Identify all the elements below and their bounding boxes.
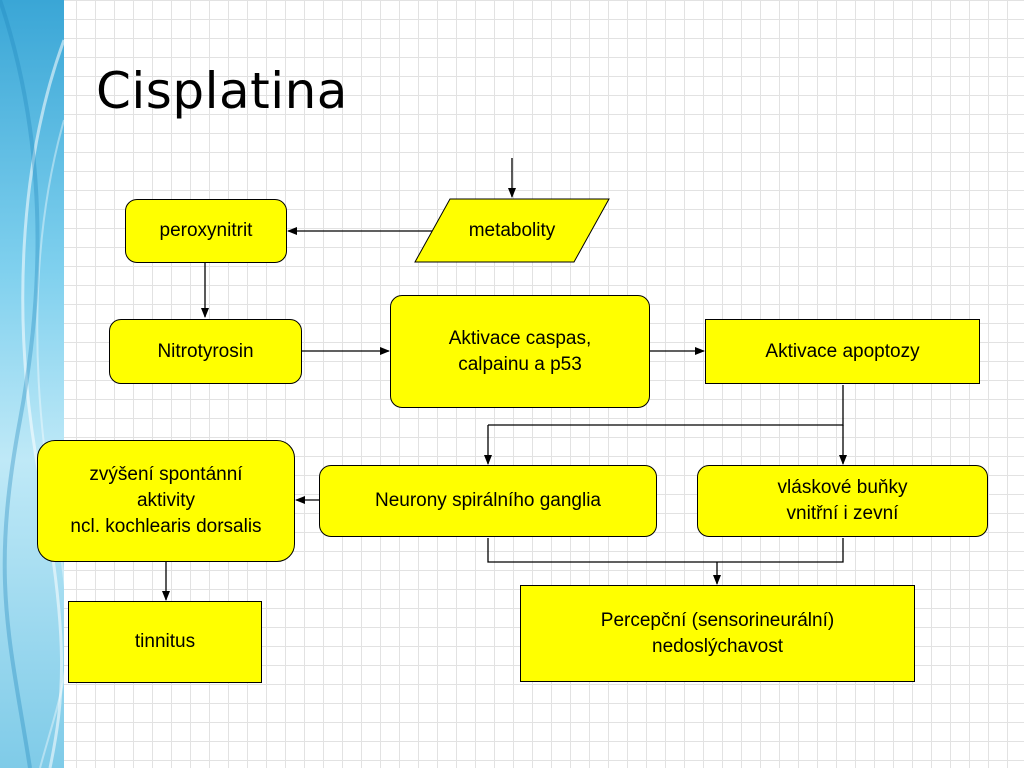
edge-merge-neurony: [487, 538, 844, 563]
node-tinnitus: tinnitus: [68, 601, 262, 683]
node-nedoslychavost: Percepční (sensorineurální) nedoslýchavo…: [520, 585, 915, 682]
node-neurony-spiralniho-ganglia: Neurony spirálního ganglia: [319, 465, 657, 537]
node-peroxynitrit: peroxynitrit: [125, 199, 287, 263]
node-metabolity: metabolity: [414, 198, 610, 263]
node-metabolity-label: metabolity: [468, 219, 556, 241]
node-aktivace-apoptozy: Aktivace apoptozy: [705, 319, 980, 384]
node-nitrotyrosin: Nitrotyrosin: [109, 319, 302, 384]
node-aktivace-caspas: Aktivace caspas, calpainu a p53: [390, 295, 650, 408]
decorative-side-band: [0, 0, 64, 768]
parallelogram-shape: [414, 198, 610, 263]
node-zvyseni-aktivity: zvýšení spontánní aktivity ncl. kochlear…: [37, 440, 295, 562]
node-vlaskove-bunky: vláskové buňky vnitřní i zevní: [697, 465, 988, 537]
slide-title: Cisplatina: [96, 62, 348, 120]
